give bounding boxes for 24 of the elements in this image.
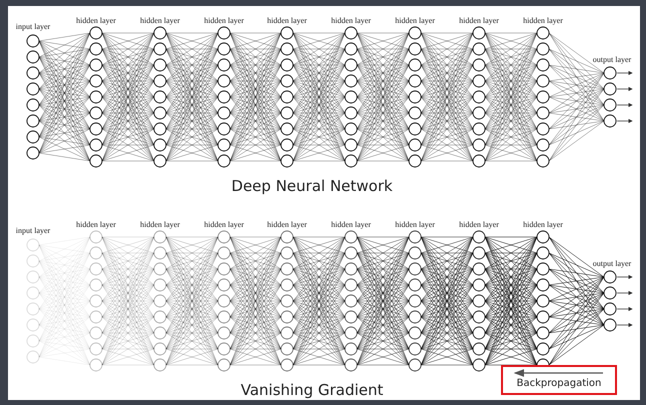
layer-label: hidden layer	[523, 220, 563, 229]
layer-label: output layer	[592, 259, 632, 268]
layer-label: hidden layer	[267, 220, 307, 229]
layer-label: hidden layer	[204, 16, 244, 25]
layer-label: hidden layer	[331, 220, 371, 229]
layer-label: hidden layer	[331, 16, 371, 25]
highlight-box	[501, 365, 617, 395]
layer-label: hidden layer	[395, 16, 435, 25]
layer-label: hidden layer	[140, 220, 180, 229]
diagram-caption: Deep Neural Network	[231, 177, 393, 195]
layer-label: hidden layer	[267, 16, 307, 25]
layer-label: input layer	[16, 22, 50, 31]
layer-label: hidden layer	[459, 220, 499, 229]
layer-label: hidden layer	[140, 16, 180, 25]
layer-label: hidden layer	[459, 16, 499, 25]
layer-label: input layer	[16, 226, 50, 235]
layer-label: hidden layer	[395, 220, 435, 229]
diagram-caption: Vanishing Gradient	[240, 381, 384, 399]
layer-label: output layer	[592, 55, 632, 64]
layer-label: hidden layer	[523, 16, 563, 25]
box-label: Backpropagation	[516, 378, 602, 389]
layer-label: hidden layer	[76, 220, 116, 229]
layer-label: hidden layer	[204, 220, 244, 229]
layer-label: hidden layer	[76, 16, 116, 25]
